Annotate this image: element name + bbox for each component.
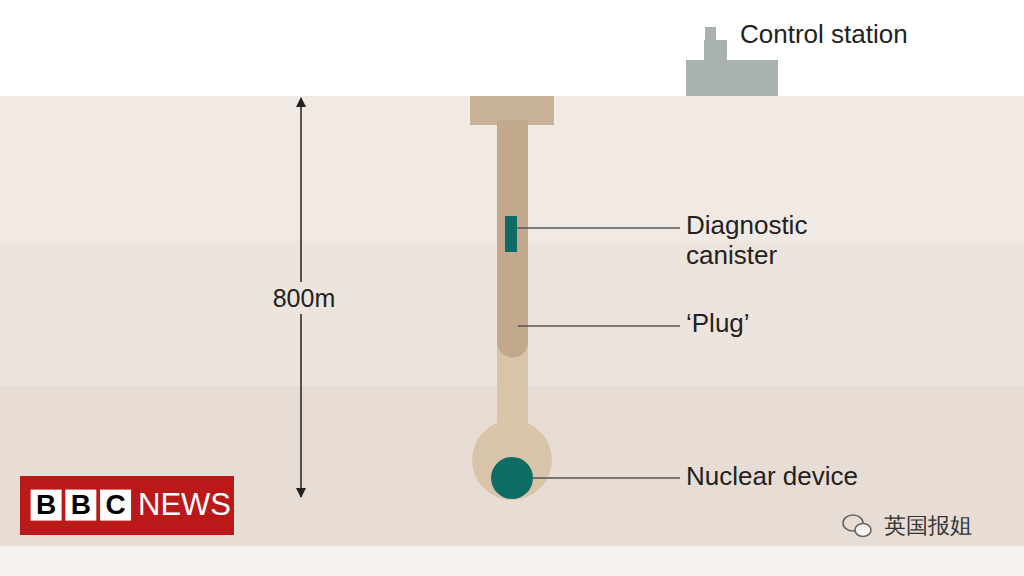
dimension-label: 800m [270, 282, 339, 315]
diagnostic-canister [505, 216, 517, 252]
shaft [497, 120, 528, 440]
watermark: 英国报姐 [884, 513, 972, 538]
plug [497, 120, 528, 358]
sky [0, 0, 1024, 96]
logo-text: NEWS [138, 487, 231, 523]
nuclear-device [491, 457, 533, 499]
logo-text: BBC [36, 489, 140, 521]
wechat-icon [843, 515, 871, 537]
part-label: Nuclear device [686, 462, 858, 492]
part-label: ‘Plug’ [686, 309, 750, 339]
leader-line [533, 477, 680, 479]
station-label: Control station [740, 20, 908, 50]
cavity [472, 420, 552, 500]
part-label: Diagnostic canister [686, 211, 836, 271]
ground-layer [0, 546, 1024, 576]
leader-line [517, 227, 680, 229]
leader-line [518, 325, 680, 327]
logo-background [20, 476, 234, 535]
